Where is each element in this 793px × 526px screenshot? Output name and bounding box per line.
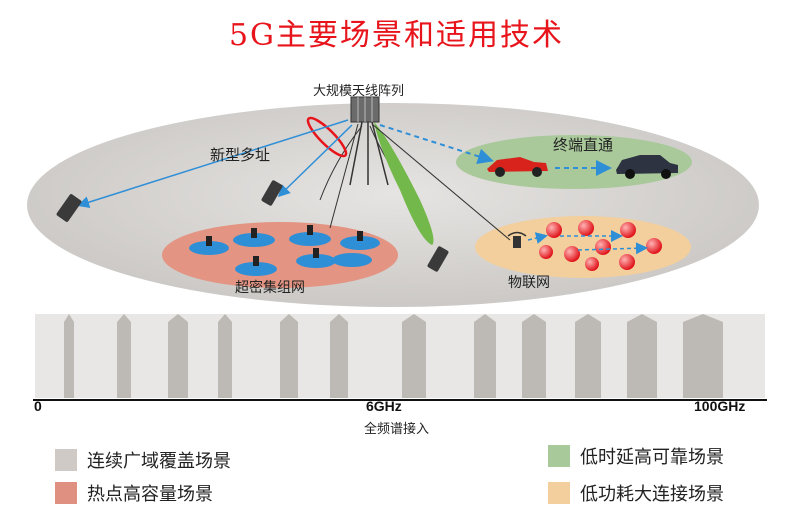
spectrum-bars (64, 314, 723, 398)
iot-device-balls (539, 220, 662, 271)
spectrum-bar (64, 314, 74, 398)
legend-swatch (55, 482, 77, 504)
d2d-label: 终端直通 (553, 136, 614, 154)
ultra-dense-zone (162, 222, 398, 288)
legend-label: 低时延高可靠场景 (580, 447, 724, 468)
red-car-icon (487, 157, 548, 177)
spectrum-tick-end: 100GHz (694, 398, 746, 414)
small-cell-towers (206, 225, 363, 266)
legend-item-low-latency: 低时延高可靠场景 (548, 443, 724, 469)
legend-label: 低功耗大连接场景 (580, 484, 724, 505)
iot-label: 物联网 (508, 275, 550, 291)
phone-icon-mid (261, 180, 283, 206)
spectrum-bar (330, 314, 348, 398)
multiple-access-ring (306, 116, 348, 158)
spectrum-bar (168, 314, 188, 398)
spectrum-bar (627, 314, 657, 398)
legend-swatch (55, 449, 77, 471)
spectrum-bar (522, 314, 546, 398)
legend-item-low-power: 低功耗大连接场景 (548, 480, 724, 506)
beam-green (374, 122, 434, 245)
antenna-array-label: 大规模天线阵列 (313, 84, 405, 99)
legend-item-hotspot: 热点高容量场景 (55, 480, 213, 506)
spectrum-bar (117, 314, 131, 398)
spectrum-bar (575, 314, 601, 398)
iot-zone (475, 216, 691, 278)
legend-swatch (548, 482, 570, 504)
coverage-ellipse (25, 101, 761, 309)
ultra-dense-label: 超密集组网 (235, 280, 305, 296)
new-multiple-access-label: 新型多址 (210, 146, 271, 164)
small-cells (189, 232, 380, 276)
spectrum-bar (280, 314, 298, 398)
spectrum-tick-start: 0 (34, 398, 42, 414)
spectrum-bar (402, 314, 426, 398)
iot-tower-icon (507, 231, 527, 248)
legend-swatch (548, 445, 570, 467)
phone-icon-left (56, 194, 82, 222)
spectrum-bar (218, 314, 232, 398)
legend-label: 热点高容量场景 (87, 484, 213, 505)
page-title: 5G主要场景和适用技术 (228, 18, 565, 53)
spectrum-tick-mid: 6GHz (366, 398, 402, 414)
dark-car-icon (616, 155, 678, 179)
legend-item-wide-coverage: 连续广域覆盖场景 (55, 447, 231, 473)
spectrum-bar (474, 314, 496, 398)
phone-icon-right (427, 246, 449, 272)
spectrum-bar (683, 314, 723, 398)
legend-label: 连续广域覆盖场景 (87, 451, 231, 472)
spectrum-caption: 全频谱接入 (364, 422, 430, 437)
